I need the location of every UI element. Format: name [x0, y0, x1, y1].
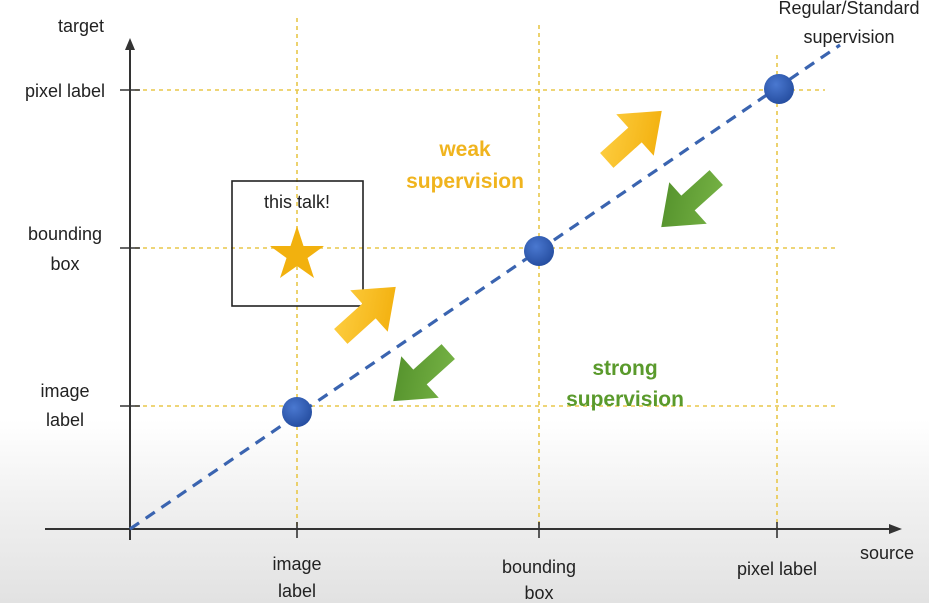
up-arrow-icon — [334, 286, 396, 344]
vertical-guides — [296, 18, 778, 530]
y-label-pixel-label: pixel label — [25, 81, 105, 101]
x-label-pixel-label: pixel label — [737, 559, 817, 579]
y-axis-title: target — [58, 16, 104, 36]
down-arrow-icon — [393, 344, 455, 402]
point-image-label — [282, 397, 312, 427]
strong-supervision-line1: strong — [592, 357, 657, 380]
x-label-image-label-1: image — [272, 554, 321, 574]
corner-label-line1: Regular/Standard — [778, 0, 919, 18]
x-label-image-label-2: label — [278, 581, 316, 601]
y-label-bounding-box-2: box — [50, 254, 79, 274]
star-icon — [270, 226, 324, 278]
callout-text: this talk! — [264, 192, 330, 212]
x-axis-arrowhead — [889, 524, 902, 534]
point-bounding-box — [524, 236, 554, 266]
corner-label-line2: supervision — [803, 27, 894, 47]
y-axis-arrowhead — [125, 38, 135, 50]
axes — [45, 38, 902, 540]
weak-supervision-line2: supervision — [406, 170, 524, 193]
horizontal-guides — [135, 89, 835, 407]
down-arrow-icon — [661, 170, 723, 228]
x-label-bounding-box-1: bounding — [502, 557, 576, 577]
x-label-bounding-box-2: box — [524, 583, 553, 603]
weak-supervision-line1: weak — [438, 138, 491, 161]
callout-box — [231, 180, 364, 307]
y-label-image-label-2: label — [46, 410, 84, 430]
diagonal-dashed-line — [129, 43, 841, 531]
point-pixel-label — [764, 74, 794, 104]
strong-supervision-line2: supervision — [566, 388, 684, 411]
y-label-image-label-1: image — [40, 381, 89, 401]
y-label-bounding-box-1: bounding — [28, 224, 102, 244]
up-arrow-icon — [600, 110, 662, 168]
x-axis-title: source — [860, 543, 914, 563]
